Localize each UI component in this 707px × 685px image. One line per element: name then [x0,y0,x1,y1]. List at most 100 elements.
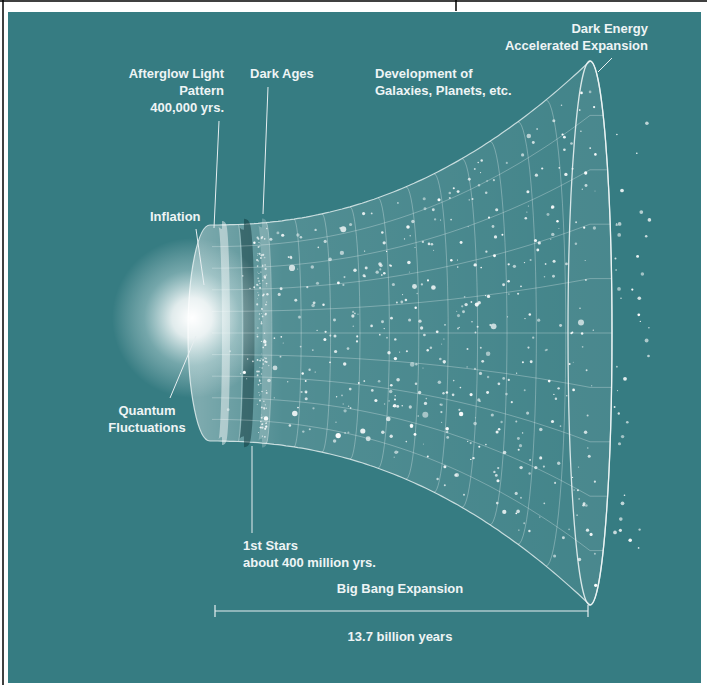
star-dot [414,433,417,436]
star-dot [513,265,516,268]
star-dot [582,189,583,190]
star-dot [480,267,482,269]
star-dot [246,378,247,379]
timeline-label: 1st Stars about 400 million yrs. [243,538,376,570]
star-dot [427,455,429,457]
star-dot [618,412,620,414]
star-dot [478,446,480,448]
star-dot [388,400,389,401]
star-dot [356,340,358,342]
star-dot [406,350,408,352]
star-dot [289,265,295,271]
star-dot [553,554,556,557]
star-dot [565,263,568,266]
star-dot [258,246,260,248]
star-dot [394,357,397,360]
star-dot [552,119,555,122]
star-dot [384,403,385,404]
star-dot [258,384,260,386]
star-dot [564,173,567,176]
grid-line [212,376,610,442]
star-dot [417,415,419,417]
star-dot [589,91,592,94]
star-dot [559,324,562,327]
star-dot [507,280,510,283]
star-dot [334,350,337,353]
star-dot [457,266,459,268]
star-dot [309,428,311,430]
frame-line [0,0,707,2]
star-dot [628,539,632,543]
star-dot [569,363,571,365]
star-dot [470,393,473,396]
star-dot [394,395,396,397]
star-dot [623,377,627,381]
star-dot [308,369,310,371]
star-dot [587,447,588,448]
star-dot [578,466,579,467]
star-dot [421,283,423,285]
grid-line [212,398,608,496]
star-dot [558,167,560,169]
frame-line [455,0,457,11]
star-dot [258,432,259,433]
star-dot [589,147,591,149]
star-dot [259,380,261,382]
star-dot [443,360,446,363]
star-dot [618,442,621,445]
star-dot [263,275,266,278]
star-dot [526,190,529,193]
star-dot [424,402,427,405]
star-dot [631,288,633,290]
star-dot [431,243,434,246]
star-dot [418,320,421,323]
star-dot [636,255,639,258]
star-dot [645,235,648,238]
star-dot [527,134,532,139]
teal-panel [8,12,701,683]
star-dot [454,474,457,477]
timeline-label-box: Inflation [150,208,201,225]
star-dot [522,432,523,433]
star-dot [443,338,444,339]
star-dot [460,387,462,389]
star-dot [425,398,427,400]
star-dot [336,396,337,397]
star-dot [594,190,595,191]
star-dot [586,369,588,371]
star-dot [530,360,533,363]
star-dot [437,198,440,201]
star-dot [637,296,641,300]
star-dot [459,412,463,416]
star-dot [528,530,530,532]
timeline-label-box: Afterglow Light Pattern 400,000 yrs. [120,65,224,116]
star-dot [278,293,281,296]
star-dot [554,482,556,484]
star-dot [496,502,499,505]
star-dot [287,381,288,382]
star-dot [256,259,258,261]
star-dot [464,296,466,298]
star-dot [261,391,262,392]
star-dot [572,477,573,478]
star-dot [316,282,319,285]
star-dot [468,226,469,227]
star-dot [593,106,595,108]
wrap-spacer [120,82,170,99]
leader-line [252,446,253,533]
star-dot [289,424,292,427]
star-dot [381,320,384,323]
star-dot [424,207,427,210]
star-dot [264,436,266,438]
star-dot [550,238,551,239]
star-dot [442,392,444,394]
star-dot [264,238,266,240]
star-dot [479,372,482,375]
star-dot [573,489,574,490]
timeline-label: Inflation [150,209,201,224]
star-dot [265,404,266,405]
star-dot [329,335,331,337]
star-dot [518,530,519,531]
star-dot [396,405,399,408]
star-dot [363,380,365,382]
